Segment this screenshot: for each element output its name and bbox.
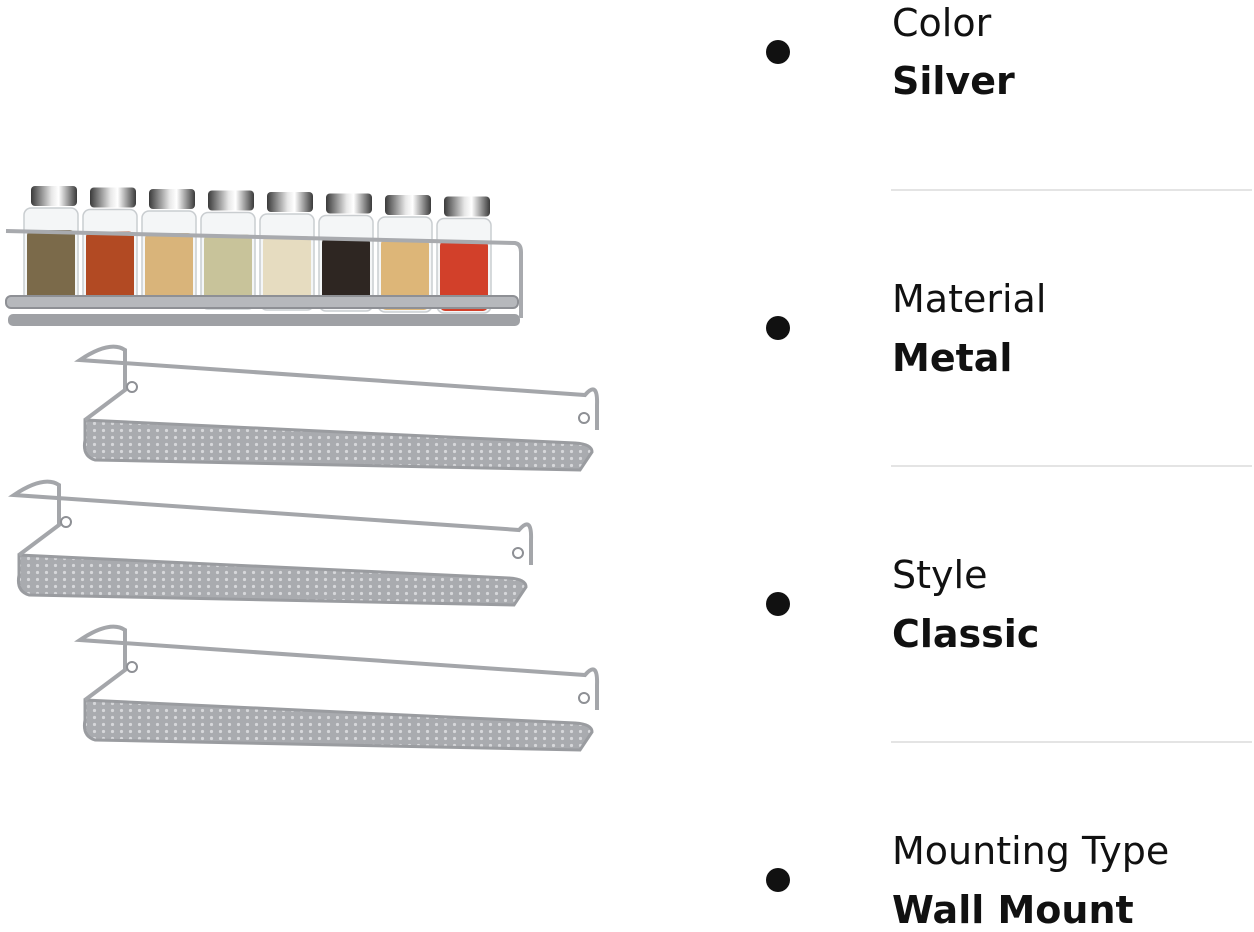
spice-jar (318, 193, 374, 312)
product-image (0, 170, 620, 770)
bullet-icon (766, 40, 790, 64)
divider (891, 741, 1252, 743)
spec-label: Color (892, 1, 992, 45)
spice-jar (82, 187, 138, 308)
bullet-icon (766, 592, 790, 616)
bullet-icon (766, 316, 790, 340)
spice-jar (259, 192, 315, 311)
spec-label: Style (892, 553, 988, 597)
empty-rack-3 (74, 624, 600, 752)
divider (891, 189, 1252, 191)
spec-label: Mounting Type (892, 829, 1170, 873)
spice-jar (200, 190, 256, 310)
bullet-icon (766, 868, 790, 892)
empty-rack-1 (74, 344, 600, 472)
divider (891, 465, 1252, 467)
spec-value: Wall Mount (892, 888, 1134, 932)
spice-rack-with-jars (5, 186, 523, 326)
spec-value: Silver (892, 59, 1015, 103)
spec-label: Material (892, 277, 1047, 321)
spice-jar (23, 186, 79, 307)
spec-value: Classic (892, 612, 1040, 656)
spice-jar (141, 189, 197, 309)
empty-rack-2 (8, 479, 534, 607)
spec-value: Metal (892, 336, 1013, 380)
spice-jar (377, 195, 433, 313)
